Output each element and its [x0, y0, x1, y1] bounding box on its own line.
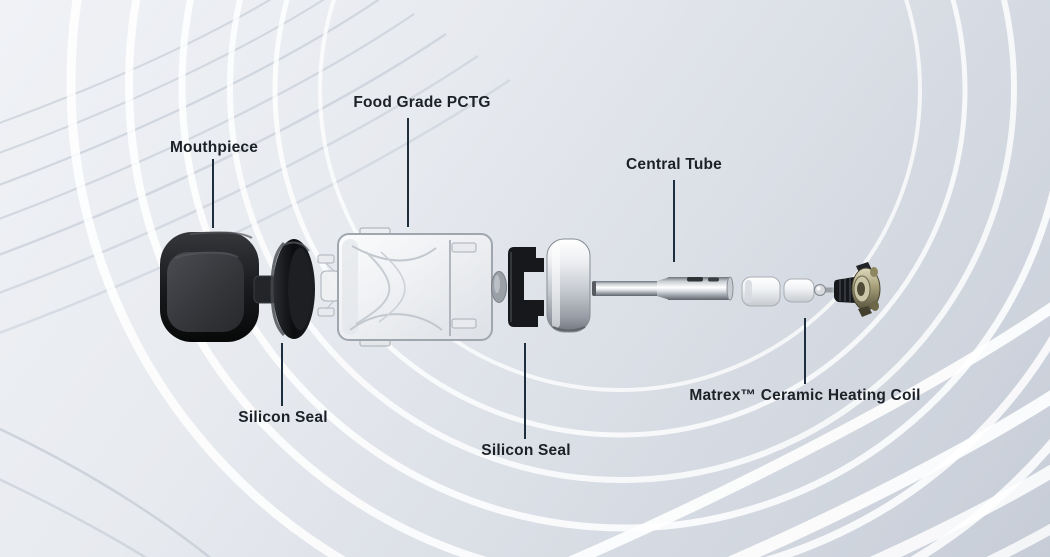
chimney-connector-part — [317, 254, 341, 317]
label-food-grade-pctg: Food Grade PCTG — [353, 94, 491, 111]
label-mouthpiece: Mouthpiece — [169, 139, 259, 156]
rubber-grommet-part — [834, 277, 856, 303]
label-heating-coil: Matrex™ Ceramic Heating Coil — [689, 387, 921, 404]
silicon-seal-rear-part — [508, 247, 544, 327]
label-silicon-seal-left: Silicon Seal — [238, 409, 328, 426]
leader-line-food-grade-pctg — [407, 118, 409, 227]
leader-line-heating-coil — [804, 318, 806, 384]
food-grade-pctg-pod-part — [337, 227, 493, 347]
leader-line-central-tube — [673, 180, 675, 262]
leader-line-silicon-seal-right — [524, 343, 526, 439]
central-tube-part — [592, 276, 734, 301]
leader-line-mouthpiece — [212, 159, 214, 228]
silver-base-cylinder-part — [546, 238, 591, 333]
ceramic-sleeve-inner-part — [783, 278, 815, 303]
silicon-seal-front-part — [270, 239, 315, 339]
mouthpiece-part — [160, 231, 277, 342]
ceramic-sleeve-outer-part — [741, 276, 781, 307]
label-central-tube: Central Tube — [626, 156, 722, 173]
leader-line-silicon-seal-left — [281, 343, 283, 406]
label-silicon-seal-right: Silicon Seal — [481, 442, 571, 459]
gray-gasket-disc-part — [491, 271, 507, 303]
coil-base-cap-part — [851, 262, 881, 317]
contact-pin-part — [814, 284, 837, 296]
